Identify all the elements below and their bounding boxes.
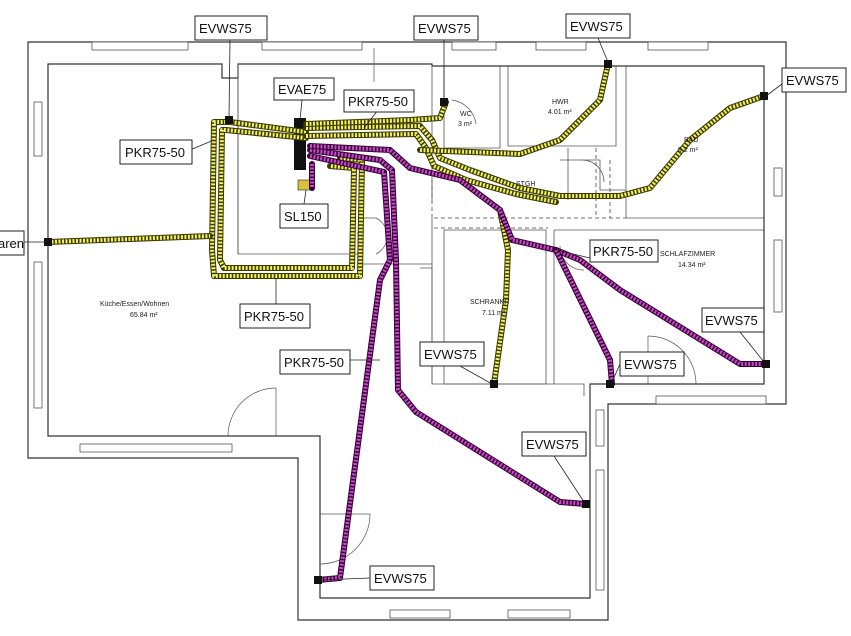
label-pkr-center-top: PKR75-50 — [348, 94, 408, 109]
room-bad-area: 9.2 m² — [678, 147, 699, 154]
doors — [227, 48, 697, 565]
label-evws-bottom: EVWS75 — [374, 571, 427, 586]
yellow-ducts — [45, 61, 767, 387]
label-evws-top-hwr: EVWS75 — [570, 19, 623, 34]
label-evws-right-bad: EVWS75 — [786, 73, 839, 88]
label-evws-top-mid: EVWS75 — [418, 21, 471, 36]
label-evws-top-left: EVWS75 — [199, 21, 252, 36]
label-evws-left-cut: aren — [0, 236, 24, 251]
windows — [33, 41, 783, 619]
label-pkr-right: PKR75-50 — [593, 244, 653, 259]
room-wc-area: 3 m² — [458, 121, 473, 128]
label-evws-right-low: EVWS75 — [526, 437, 579, 452]
room-schrank-name: SCHRANKR — [470, 299, 509, 306]
room-kueche-area: 65.84 m² — [130, 312, 158, 319]
purple-ducts — [307, 143, 769, 583]
label-pkr-bottom: PKR75-50 — [244, 309, 304, 324]
room-hwr-area: 4.01 m² — [548, 109, 572, 116]
label-pkr-mid: PKR75-50 — [284, 355, 344, 370]
room-labels: WC 3 m² HWR 4.01 m² BAD 9.2 m² STGH SCHL… — [100, 99, 715, 319]
outer-walls — [27, 41, 787, 621]
room-schlafzimmer-name: SCHLAFZIMMER — [660, 251, 715, 258]
label-evws-schrank: EVWS75 — [424, 347, 477, 362]
room-stgh-name: STGH — [516, 181, 535, 188]
label-evae: EVAE75 — [278, 82, 326, 97]
label-sl150: SL150 — [284, 209, 322, 224]
label-evws-mid-right: EVWS75 — [624, 357, 677, 372]
room-hwr-name: HWR — [552, 99, 569, 106]
sl150-outlet — [297, 179, 311, 191]
callouts: EVWS75 EVWS75 EVWS75 EVWS75 EVAE75 PKR75… — [0, 13, 847, 591]
room-schrank-area: 7.11 m² — [482, 310, 506, 317]
room-kueche-name: Küche/Essen/Wohnen — [100, 301, 169, 308]
label-pkr-left: PKR75-50 — [125, 145, 185, 160]
label-evws-schlafzimmer: EVWS75 — [705, 313, 758, 328]
terminals — [44, 60, 770, 584]
room-wc-name: WC — [460, 111, 472, 118]
room-bad-name: BAD — [684, 137, 698, 144]
room-schlafzimmer-area: 14.34 m² — [678, 262, 706, 269]
